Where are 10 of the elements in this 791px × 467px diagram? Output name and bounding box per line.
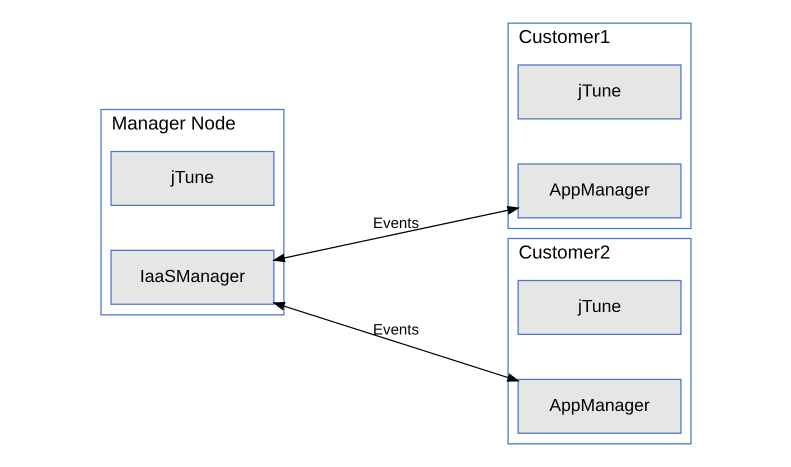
node-box: jTune [517, 64, 682, 120]
arrow [272, 302, 520, 382]
edge-label: Events [372, 321, 418, 338]
node-box: AppManager [517, 163, 682, 218]
edge-label: Events [372, 214, 418, 232]
arrow [272, 206, 520, 262]
node-box: AppManager [517, 378, 682, 434]
node-box: jTune [110, 150, 274, 206]
node-box: IaaSManager [110, 250, 274, 305]
node-box: jTune [517, 280, 682, 335]
